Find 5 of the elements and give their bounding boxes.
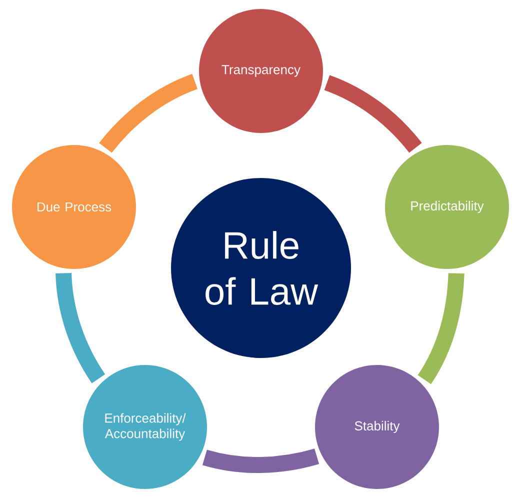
- arc-connector: [202, 448, 319, 473]
- arc-connector: [324, 75, 422, 153]
- arc-connector: [99, 74, 198, 153]
- arc-connector: [56, 272, 106, 384]
- arc-connector: [418, 272, 464, 384]
